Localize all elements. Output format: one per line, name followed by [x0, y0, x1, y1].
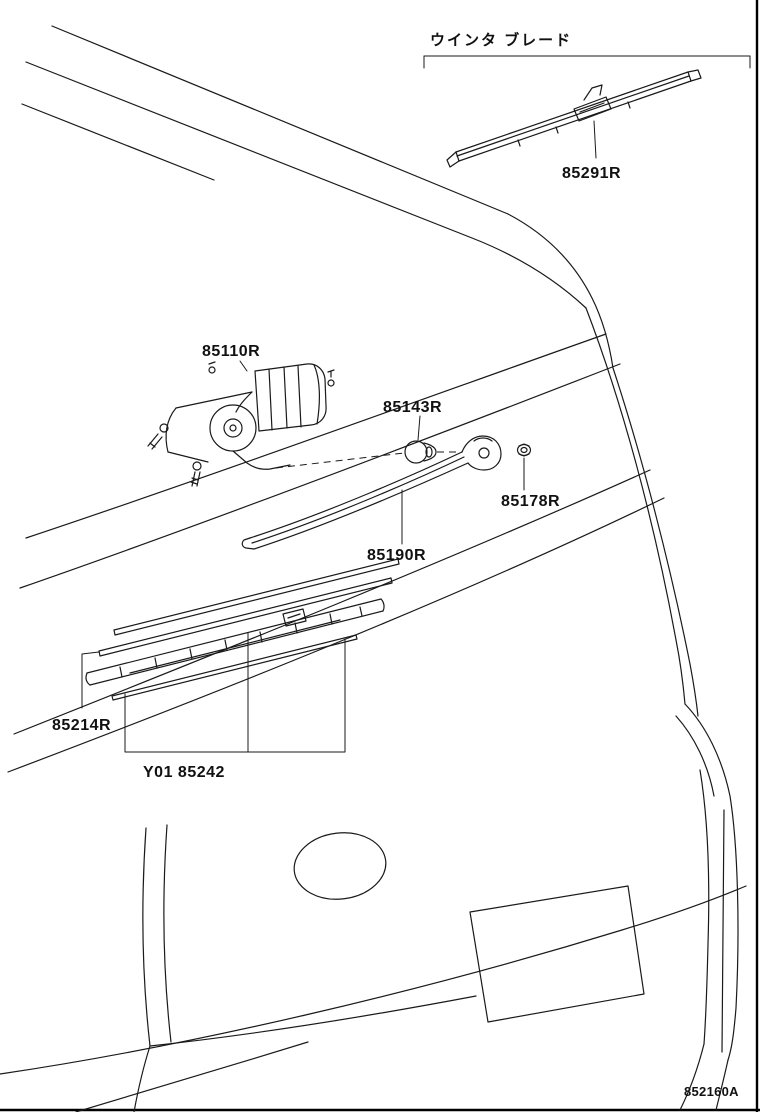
wiper-arm-art	[241, 435, 502, 550]
vehicle-tailgate-art	[0, 25, 747, 1112]
taillight-art	[675, 703, 739, 1111]
part-label-grommet[interactable]: 85143R	[383, 399, 442, 416]
wiper-motor-art	[147, 361, 335, 487]
grommet-art	[404, 440, 437, 464]
emblem-oval	[293, 832, 387, 900]
part-label-winter-blade[interactable]: 85291R	[562, 165, 621, 182]
part-label-motor[interactable]: 85110R	[202, 343, 260, 360]
winter-blade-title: ウインタ ブレード	[430, 31, 572, 49]
assembly-dash-lines	[275, 451, 462, 469]
leader-lines	[81, 55, 751, 753]
part-label-arm[interactable]: 85190R	[367, 547, 426, 564]
winter-blade-bracket	[423, 55, 751, 69]
winter-blade-art	[446, 69, 702, 168]
blade-insert-art	[85, 558, 400, 701]
diagram-code: 852160A	[684, 1084, 739, 1099]
part-label-blade-sub-assembly[interactable]: Y01 85242	[143, 764, 225, 781]
part-label-blade-insert[interactable]: 85214R	[52, 717, 111, 734]
part-label-washer-nut[interactable]: 85178R	[501, 493, 560, 510]
sub-assembly-bracket	[124, 632, 346, 753]
nut-art	[516, 443, 532, 457]
labels: ウインタ ブレード 85291R 85110R 85143R 85178R 85…	[52, 31, 739, 1099]
